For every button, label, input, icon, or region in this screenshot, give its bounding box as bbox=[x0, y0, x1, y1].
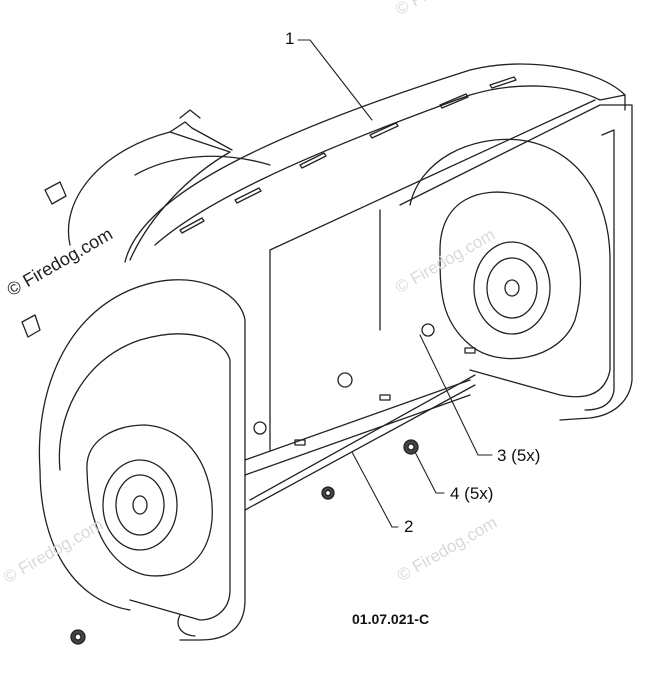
impeller-housing bbox=[21, 109, 271, 338]
housing-shell bbox=[124, 63, 626, 263]
rear-panel bbox=[244, 209, 476, 511]
hex-nuts bbox=[70, 439, 419, 645]
right-side-plate bbox=[399, 104, 633, 421]
callout-3: 3 (5x) bbox=[497, 446, 541, 465]
leader-lines bbox=[297, 39, 493, 528]
figure-code: 01.07.021-C bbox=[352, 611, 430, 627]
left-side-plate bbox=[38, 279, 246, 641]
callout-2: 2 bbox=[404, 517, 414, 536]
carriage-bolts bbox=[253, 323, 435, 435]
callout-1: 1 bbox=[285, 29, 295, 48]
callout-4: 4 (5x) bbox=[450, 484, 494, 503]
